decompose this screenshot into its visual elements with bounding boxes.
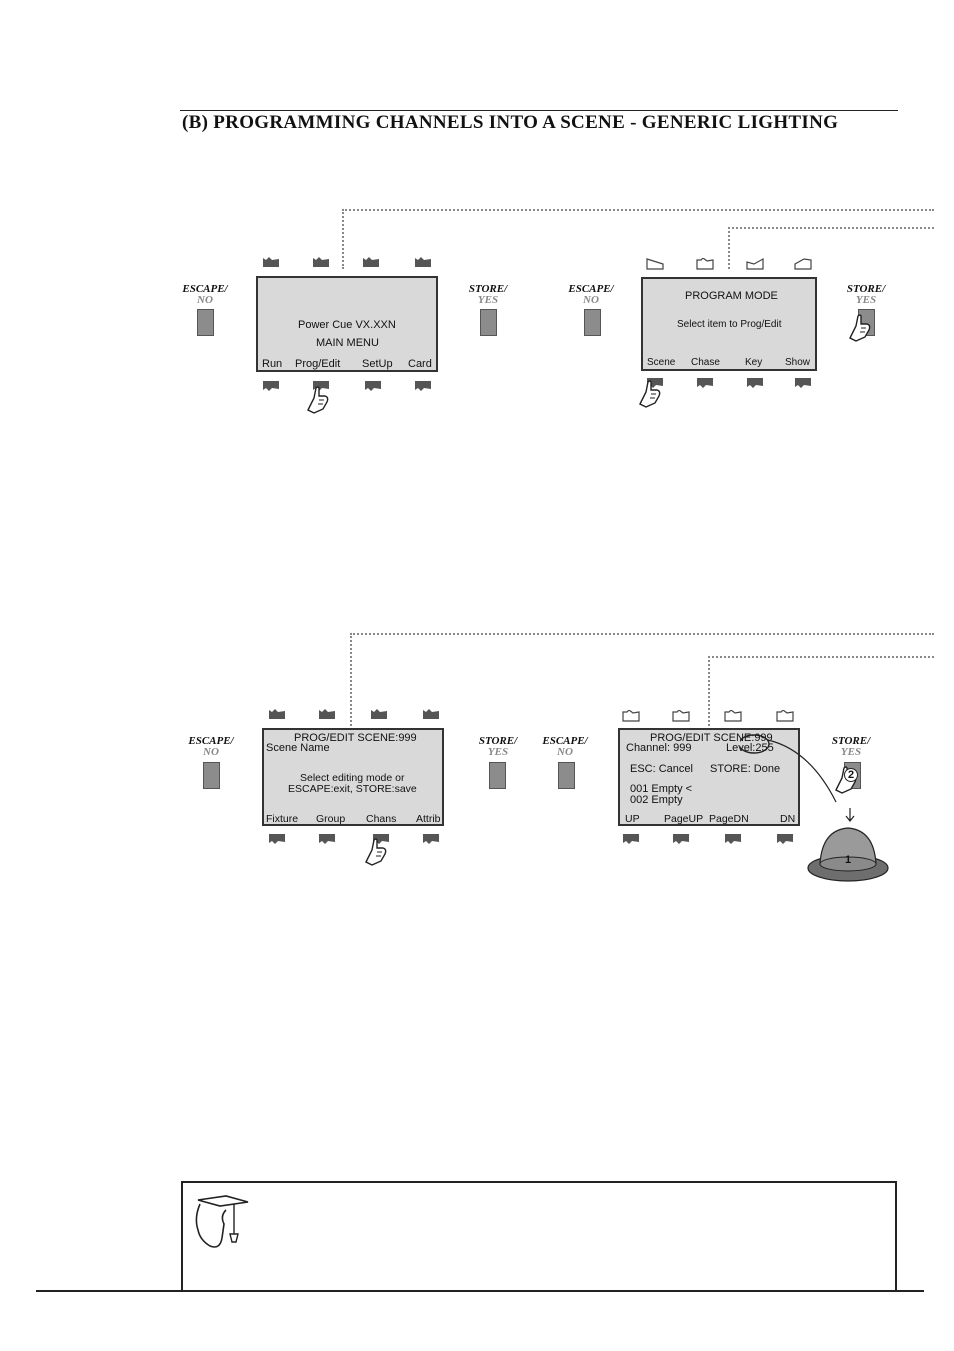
function-key-down-icon[interactable]: [794, 377, 812, 389]
function-key-up-icon[interactable]: [746, 258, 764, 270]
store-button[interactable]: [480, 309, 497, 336]
lcd-prog-edit-scene: PROG/EDIT SCENE:999 Scene Name Select ed…: [262, 728, 444, 826]
function-key-up-icon[interactable]: [318, 708, 336, 720]
tip-box: [181, 1181, 897, 1291]
escape-button[interactable]: [558, 762, 575, 789]
connector-program-mode: [728, 227, 934, 269]
lcd-line: ESC: Cancel: [630, 763, 693, 775]
escape-label: ESCAPE/NO: [542, 735, 588, 758]
connector-chans: [350, 633, 934, 730]
lcd-main-menu: Power Cue VX.XXN MAIN MENU Run Prog/Edit…: [256, 276, 438, 372]
softkey-label: Scene: [647, 357, 676, 368]
softkey-label: PageDN: [709, 813, 749, 825]
lcd-line: MAIN MENU: [316, 337, 379, 349]
lcd-line: Select item to Prog/Edit: [677, 319, 782, 330]
function-key-up-icon[interactable]: [262, 256, 280, 268]
softkey-label: Card: [408, 358, 432, 370]
function-key-up-icon[interactable]: [370, 708, 388, 720]
escape-button[interactable]: [197, 309, 214, 336]
function-key-down-icon[interactable]: [622, 833, 640, 845]
function-key-up-icon[interactable]: [696, 258, 714, 270]
softkey-label: Show: [785, 357, 811, 368]
pointing-hand-icon: [307, 386, 329, 414]
store-step-number: 2: [844, 768, 858, 782]
softkey-label: Run: [262, 358, 283, 370]
connector-channel-edit: [708, 656, 934, 730]
lcd-line: Power Cue VX.XXN: [298, 319, 396, 331]
function-key-up-icon[interactable]: [622, 710, 640, 722]
softkey-label: Group: [316, 813, 346, 825]
function-key-down-icon[interactable]: [672, 833, 690, 845]
function-key-up-icon[interactable]: [794, 258, 812, 270]
escape-label: ESCAPE/NO: [182, 283, 228, 306]
function-key-up-icon[interactable]: [312, 256, 330, 268]
function-key-up-icon[interactable]: [672, 710, 690, 722]
softkey-label: SetUp: [362, 358, 393, 370]
function-key-down-icon[interactable]: [268, 833, 286, 845]
function-key-down-icon[interactable]: [696, 377, 714, 389]
escape-button[interactable]: [203, 762, 220, 789]
store-label: STORE/YES: [831, 735, 871, 758]
lcd-channel-edit: PROG/EDIT SCENE:999 Channel: 999 Level:2…: [618, 728, 800, 826]
function-key-down-icon[interactable]: [422, 833, 440, 845]
softkey-label: Attrib: [416, 813, 441, 825]
bottom-rule: [36, 1290, 924, 1292]
function-key-up-icon[interactable]: [268, 708, 286, 720]
connector-prog-edit: [342, 209, 934, 269]
function-key-down-icon[interactable]: [776, 833, 794, 845]
lcd-line: STORE: Done: [710, 763, 781, 775]
function-key-down-icon[interactable]: [318, 833, 336, 845]
store-label: STORE/YES: [478, 735, 518, 758]
function-key-up-icon[interactable]: [422, 708, 440, 720]
lcd-line: Scene Name: [266, 742, 330, 754]
top-rule: [180, 110, 898, 111]
lcd-line: PROG/EDIT SCENE:999: [294, 732, 417, 744]
function-key-up-icon[interactable]: [724, 710, 742, 722]
lcd-line: Select editing mode or: [300, 772, 405, 784]
softkey-label: Chans: [366, 813, 397, 825]
store-label: STORE/YES: [846, 283, 886, 306]
graduate-head-icon: [195, 1195, 249, 1248]
softkey-label: PageUP: [664, 813, 704, 825]
softkey-label: UP: [625, 813, 640, 825]
lcd-line: 001 Empty <: [630, 783, 693, 795]
level-highlight: [740, 734, 837, 803]
escape-label: ESCAPE/NO: [188, 735, 234, 758]
function-key-up-icon[interactable]: [362, 256, 380, 268]
softkey-label: Key: [745, 357, 763, 368]
softkey-label: Prog/Edit: [295, 358, 341, 370]
lcd-program-mode: PROGRAM MODE Select item to Prog/Edit Sc…: [641, 277, 817, 371]
lcd-line: Channel: 999: [626, 742, 692, 754]
page-heading: (B) PROGRAMMING CHANNELS INTO A SCENE - …: [182, 112, 839, 133]
softkey-label: Chase: [691, 357, 720, 368]
escape-label: ESCAPE/NO: [568, 283, 614, 306]
function-key-up-icon[interactable]: [414, 256, 432, 268]
store-button[interactable]: [489, 762, 506, 789]
function-key-down-icon[interactable]: [414, 380, 432, 392]
function-key-down-icon[interactable]: [364, 380, 382, 392]
lcd-line: ESCAPE:exit, STORE:save: [288, 783, 417, 795]
function-key-up-icon[interactable]: [646, 258, 664, 270]
store-label: STORE/YES: [468, 283, 508, 306]
wheel-step-number: 1: [845, 854, 852, 866]
function-key-down-icon[interactable]: [724, 833, 742, 845]
escape-button[interactable]: [584, 309, 601, 336]
function-key-down-icon[interactable]: [262, 380, 280, 392]
softkey-label: Fixture: [266, 813, 299, 825]
pointing-hand-icon: [849, 314, 871, 342]
pointing-hand-icon: [639, 380, 661, 408]
function-key-up-icon[interactable]: [776, 710, 794, 722]
lcd-line: PROGRAM MODE: [685, 290, 778, 302]
encoder-wheel-icon[interactable]: [806, 806, 890, 886]
pointing-hand-icon: [365, 838, 387, 866]
softkey-label: DN: [780, 813, 796, 825]
lcd-line: 002 Empty: [630, 794, 683, 806]
function-key-down-icon[interactable]: [746, 377, 764, 389]
lcd-line: PROG/EDIT SCENE:999: [650, 732, 773, 744]
